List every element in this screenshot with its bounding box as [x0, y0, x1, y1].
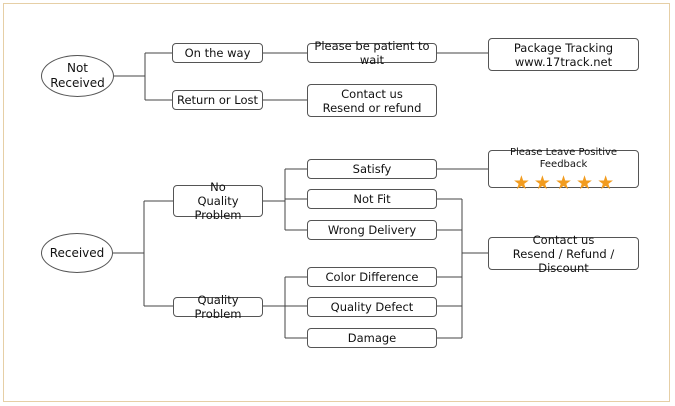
contact2-label-2: Resend / Refund / Discount	[512, 246, 615, 275]
star-icon: ★	[554, 171, 573, 194]
feedback-label: Please Leave Positive Feedback	[509, 146, 618, 170]
damage-label: Damage	[347, 331, 397, 345]
not-fit-label: Not Fit	[353, 192, 391, 206]
star-icon: ★	[576, 171, 594, 194]
contact-label-2: Resend or refund	[322, 100, 422, 115]
diagram-frame	[3, 3, 670, 402]
not-fit-box: Not Fit	[307, 189, 437, 209]
contact2-label-1: Contact us	[532, 232, 595, 247]
contact-resend-refund-box: Contact us Resend or refund	[307, 84, 437, 117]
wrong-delivery-box: Wrong Delivery	[307, 220, 437, 240]
damage-box: Damage	[307, 328, 437, 348]
positive-feedback-box: Please Leave Positive Feedback ★ ★ ★ ★ ★	[488, 146, 639, 192]
received-node: Received	[41, 233, 113, 273]
quality-defect-label: Quality Defect	[330, 300, 414, 314]
satisfy-box: Satisfy	[307, 159, 437, 179]
tracking-label-2: www.17track.net	[514, 54, 613, 69]
no-quality-label-1: No	[210, 180, 226, 194]
contact-resend-refund-discount-box: Contact us Resend / Refund / Discount	[488, 233, 639, 275]
return-or-lost-box: Return or Lost	[172, 90, 263, 110]
not-received-label-2: Received	[50, 76, 105, 90]
quality-problem-box: Quality Problem	[173, 293, 263, 321]
quality-problem-label: Quality Problem	[194, 293, 242, 321]
on-the-way-box: On the way	[172, 43, 263, 63]
wrong-delivery-label: Wrong Delivery	[327, 223, 417, 237]
star-icon: ★	[533, 171, 551, 194]
on-the-way-label: On the way	[184, 46, 251, 60]
no-quality-label-2: Quality Problem	[194, 194, 242, 222]
tracking-label-1: Package Tracking	[513, 40, 614, 55]
quality-defect-box: Quality Defect	[307, 297, 437, 317]
star-icon: ★	[512, 171, 530, 194]
package-tracking-box: Package Tracking www.17track.net	[488, 38, 639, 71]
color-difference-box: Color Difference	[307, 267, 437, 287]
color-difference-label: Color Difference	[325, 270, 419, 284]
satisfy-label: Satisfy	[352, 162, 392, 176]
not-received-node: Not Received	[41, 55, 114, 97]
not-received-label-1: Not	[66, 61, 89, 75]
received-label: Received	[49, 245, 105, 260]
rating-stars: ★ ★ ★ ★ ★	[512, 171, 615, 194]
return-or-lost-label: Return or Lost	[177, 93, 258, 107]
please-wait-label: Please be patient to wait	[314, 39, 430, 67]
please-wait-box: Please be patient to wait	[307, 39, 437, 67]
contact-label-1: Contact us	[341, 86, 403, 101]
no-quality-problem-box: No Quality Problem	[173, 180, 263, 222]
star-icon: ★	[597, 171, 615, 194]
